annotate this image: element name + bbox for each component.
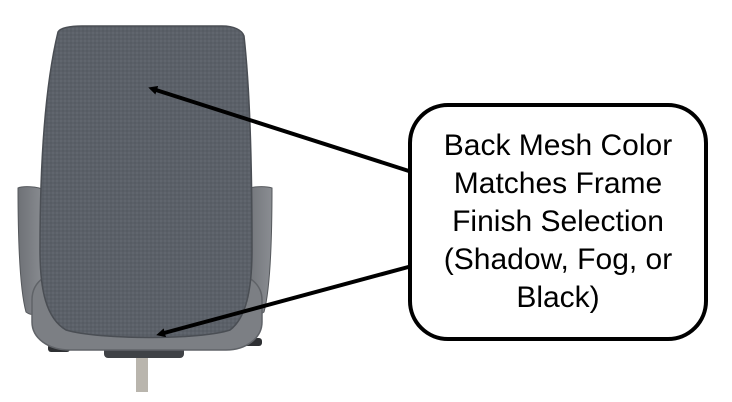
callout-line-3: Finish Selection [452,205,664,238]
arrow-to-back-mesh [148,85,413,174]
callout-line-5: Black) [516,281,600,314]
callout-line-2: Matches Frame [453,167,663,200]
arrow-to-lower-frame [156,264,413,338]
callout-box: Back Mesh Color Matches Frame Finish Sel… [408,103,708,341]
callout-line-4: (Shadow, Fog, or [443,243,673,276]
callout-line-1: Back Mesh Color [443,129,673,162]
chair-cylinder [136,352,148,392]
chair-back-mesh [39,25,253,339]
